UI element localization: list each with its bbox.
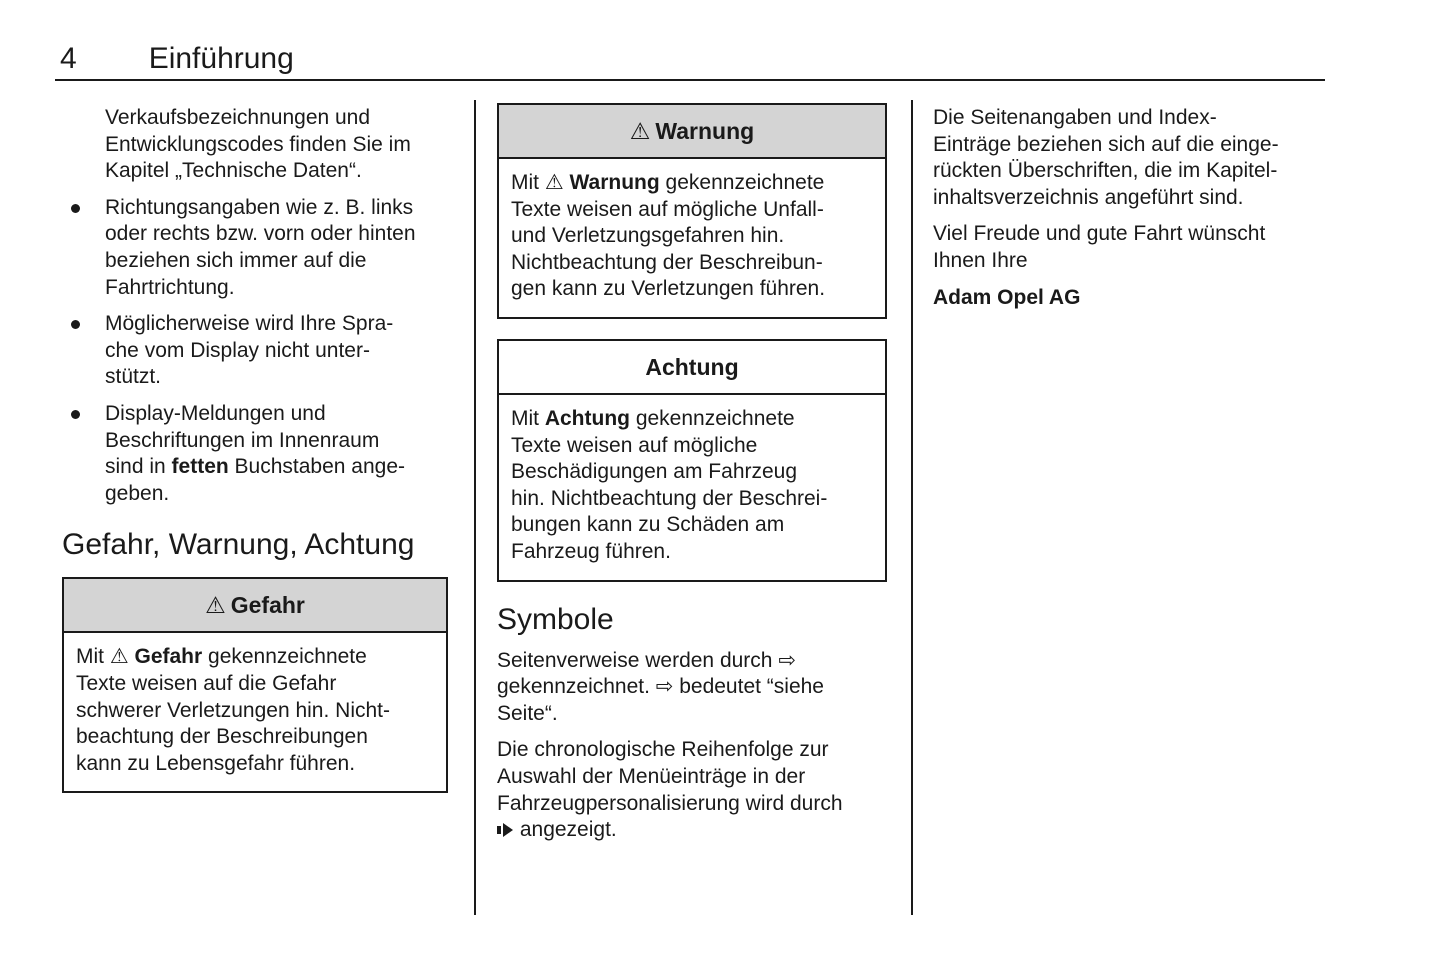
caution-box: Achtung Mit Achtung gekennzeichnete Text… (497, 338, 887, 582)
warning-box: ⚠Warnung Mit ⚠ Warnung gekennzeichnete T… (497, 103, 887, 319)
column-divider (474, 100, 476, 915)
column-divider (911, 100, 913, 915)
intro-continuation-paragraph: Verkaufsbezeichnungen und Entwicklungsco… (105, 106, 411, 183)
menu-sequence-arrow (497, 823, 514, 838)
symbols-paragraph-page-references: Seitenverweise werden durch ⇨ gekennzeic… (497, 648, 824, 725)
bullet-text: Richtungsangaben wie z. B. links oder re… (105, 195, 416, 299)
section-heading-danger-warning-caution: Gefahr, Warnung, Achtung (62, 528, 415, 562)
danger-box-title: Gefahr (230, 592, 305, 619)
content-column-middle: ⚠Warnung Mit ⚠ Warnung gekennzeichnete T… (497, 100, 897, 854)
bullet-dot (71, 409, 80, 419)
bullet-list: Richtungsangaben wie z. B. links oder re… (62, 195, 462, 508)
warning-triangle-icon: ⚠ (629, 118, 651, 144)
header-rule (55, 79, 1325, 81)
caution-box-title: Achtung (645, 353, 739, 380)
section-heading-symbols: Symbole (497, 602, 614, 636)
bullet-text: Display-Meldungen und Beschriftungen im … (105, 401, 406, 505)
warning-triangle-icon: ⚠ (109, 645, 129, 669)
danger-box-body: Mit ⚠ Gefahr gekennzeichnete Texte weise… (76, 645, 390, 775)
bullet-dot (71, 203, 80, 213)
bullet-text: Möglicherweise wird Ihre Spra- che vom D… (105, 312, 394, 389)
bullet-dot (71, 320, 80, 330)
warning-box-title: Warnung (655, 118, 755, 144)
danger-box-header: ⚠Gefahr (64, 579, 446, 634)
content-column-right: Die Seitenangaben und Index- Einträge be… (933, 100, 1353, 321)
page-header: 4 Einführung (60, 42, 294, 76)
page-references-paragraph: Die Seitenangaben und Index- Einträge be… (933, 106, 1279, 209)
danger-box: ⚠Gefahr Mit ⚠ Gefahr gekennzeichnete Tex… (62, 577, 448, 794)
chapter-title: Einführung (148, 42, 294, 75)
content-column-left: Verkaufsbezeichnungen und Entwicklungsco… (62, 100, 462, 813)
warning-box-body: Mit ⚠ Warnung gekennzeichnete Texte weis… (511, 171, 826, 301)
greeting-paragraph: Viel Freude und gute Fahrt wünscht Ihnen… (933, 222, 1266, 272)
warning-triangle-icon: ⚠ (544, 171, 564, 194)
caution-box-header: Achtung (499, 341, 885, 395)
bullet-item: Richtungsangaben wie z. B. links oder re… (62, 195, 462, 301)
page-number: 4 (60, 42, 77, 75)
symbols-paragraph-menu-sequence: Die chronologische Reihenfolge zur Auswa… (497, 738, 843, 842)
warning-box-header: ⚠Warnung (499, 105, 885, 159)
bullet-item: Möglicherweise wird Ihre Spra- che vom D… (62, 311, 462, 391)
caution-box-body: Mit Achtung gekennzeichnete Texte weisen… (511, 406, 828, 563)
bullet-item: Display-Meldungen und Beschriftungen im … (62, 401, 462, 507)
warning-triangle-icon: ⚠ (205, 592, 226, 619)
signature-company: Adam Opel AG (933, 285, 1081, 309)
